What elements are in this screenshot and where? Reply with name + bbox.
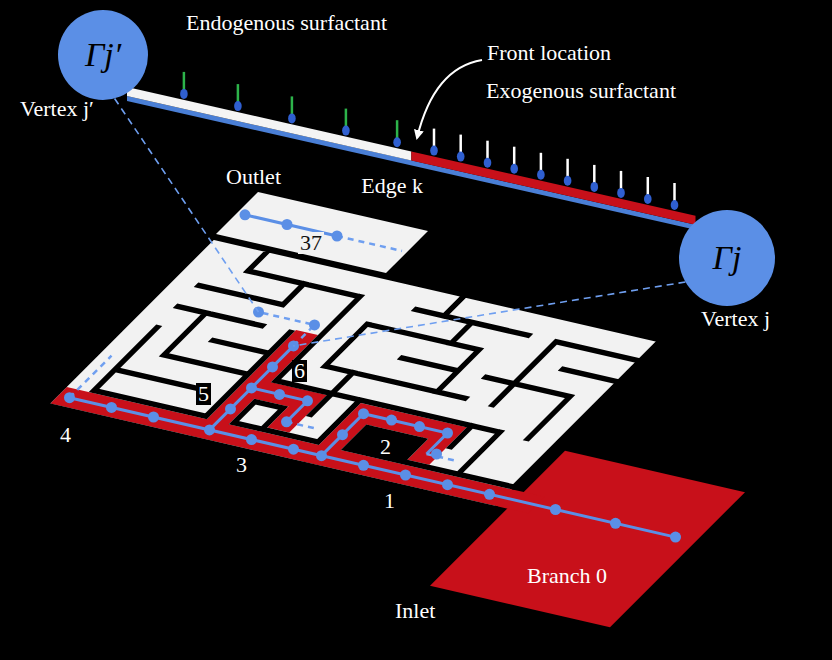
- graph-vertex: [267, 361, 278, 372]
- maze-floor: [45, 237, 661, 508]
- surfactant-head: [288, 113, 296, 123]
- surfactant-head: [393, 137, 401, 147]
- edge-bar: [127, 72, 696, 230]
- surfactant-tail: [540, 153, 543, 172]
- surfactant-tail: [673, 183, 676, 202]
- graph-vertex: [106, 402, 117, 413]
- annotation-label: 5: [196, 383, 211, 405]
- surfactant-tail: [459, 135, 462, 154]
- surfactant-head: [234, 101, 242, 111]
- graph-vertex: [225, 403, 236, 414]
- surfactant-tail: [433, 129, 436, 148]
- annotation-label: Exogenous surfactant: [486, 80, 676, 102]
- vertex-label: Vertex j: [701, 308, 770, 330]
- vertex-label: Vertex j′: [20, 98, 94, 120]
- graph-vertex: [240, 209, 251, 220]
- edge-label: Edge k: [361, 175, 423, 197]
- graph-vertex: [148, 412, 159, 423]
- surfactant-head: [591, 182, 599, 192]
- graph-vertex: [610, 518, 621, 529]
- graph-vertex: [281, 416, 292, 427]
- surfactant-tail: [345, 109, 348, 128]
- vertex-circle: Γj′Vertex j′: [58, 10, 148, 100]
- graph-vertex: [64, 392, 75, 403]
- graph-vertex: [414, 421, 425, 432]
- surfactant-head: [537, 170, 545, 180]
- edge-wall: [127, 96, 696, 230]
- annotation-label: Outlet: [226, 166, 281, 188]
- graph-vertex: [288, 444, 299, 455]
- graph-edges: [64, 215, 832, 537]
- graph-vertex: [400, 470, 411, 481]
- graph-vertex: [246, 382, 257, 393]
- graph-vertex: [442, 479, 453, 490]
- surfactant-head: [180, 89, 188, 99]
- graph-vertex: [431, 449, 442, 460]
- annotation-label: Front location: [487, 42, 611, 64]
- vertex-symbol: Γj: [713, 241, 742, 275]
- edge-endogenous-part: [127, 87, 411, 160]
- surfactant-tail: [183, 72, 186, 91]
- graph-vertex: [274, 389, 285, 400]
- graph-vertex: [204, 424, 215, 435]
- surfactant-head: [644, 194, 652, 204]
- surfactant-tail: [647, 177, 650, 196]
- surfactant-head: [564, 176, 572, 186]
- zoom-leader: [115, 99, 259, 313]
- front-pointer: [417, 60, 482, 138]
- surfactant-tail: [566, 159, 569, 178]
- maze-walls: [45, 237, 661, 508]
- graph-vertex: [282, 219, 293, 230]
- annotation-label: 1: [384, 490, 395, 512]
- graph-vertex: [550, 504, 561, 515]
- surfactant-tail: [513, 147, 516, 166]
- graph-vertex: [484, 489, 495, 500]
- graph-vertex: [442, 428, 453, 439]
- graph-vertex: [302, 395, 313, 406]
- annotation-label: 3: [236, 454, 247, 476]
- graph-vertex: [358, 460, 369, 471]
- graph-vertex: [309, 319, 320, 330]
- graph-vertex: [386, 415, 397, 426]
- annotation-label: Inlet: [395, 600, 435, 622]
- annotation-label: 2: [378, 436, 393, 458]
- surfactant-tail: [291, 96, 294, 115]
- vertex-symbol: Γj′: [85, 38, 121, 72]
- surfactant-tail: [593, 165, 596, 184]
- annotation-label: 6: [292, 360, 307, 382]
- edge-exogenous-part: [411, 151, 695, 224]
- graph-vertex: [246, 434, 257, 445]
- surfactant-head: [617, 188, 625, 198]
- annotation-label: 4: [60, 424, 71, 446]
- surfactant-tail: [620, 171, 623, 190]
- graph-vertex: [358, 408, 369, 419]
- surfactant-head: [457, 152, 465, 162]
- surfactant-head: [484, 158, 492, 168]
- maze: [0, 192, 832, 627]
- graph-vertex: [316, 450, 327, 461]
- annotation-label: 37: [298, 232, 324, 254]
- annotation-label: Endogenous surfactant: [186, 12, 387, 34]
- graph-vertices: [64, 209, 681, 542]
- graph-vertex: [337, 429, 348, 440]
- surfactant-head: [510, 164, 518, 174]
- graph-edges-dashed: [70, 216, 616, 481]
- vertex-circle: ΓjVertex j: [679, 210, 775, 306]
- surfactant-tail: [486, 141, 489, 160]
- graph-vertex: [670, 532, 681, 543]
- graph-vertex: [332, 231, 343, 242]
- zoom-leader: [294, 282, 686, 346]
- surfactant-head: [430, 146, 438, 156]
- annotation-label: Branch 0: [527, 565, 607, 587]
- surfactant-head: [671, 200, 679, 210]
- surfactant-head: [342, 126, 350, 136]
- surfactant-tail: [237, 84, 240, 103]
- surfactant-tail: [396, 120, 399, 139]
